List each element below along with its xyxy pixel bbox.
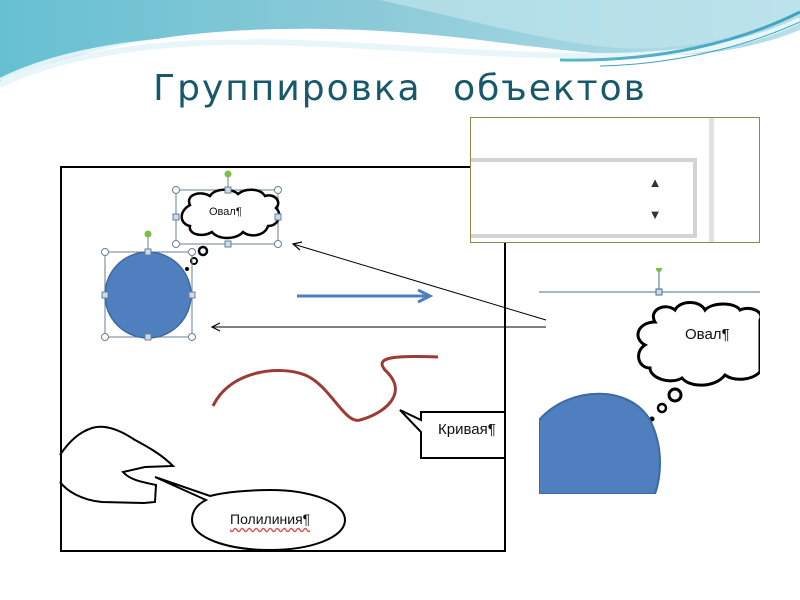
spin-up-icon[interactable]: ▲ [648, 175, 662, 190]
zoom-detail-panel: Овал¶ [539, 268, 760, 494]
cloud-callout-label: Овал¶ [209, 206, 242, 218]
spin-control-panel: ▲ ▼ [470, 117, 760, 243]
polyline-callout-label: Полилиния¶ [230, 511, 311, 527]
curve-callout-label: Кривая¶ [438, 421, 496, 438]
slide-title: Группировка объектов [153, 68, 647, 109]
panel-divider [709, 118, 714, 242]
spin-field[interactable]: ▲ ▼ [471, 158, 697, 238]
spin-down-icon[interactable]: ▼ [648, 207, 662, 222]
header-wave-decoration [0, 0, 800, 88]
zoom-cloud-callout-label: Овал¶ [685, 326, 730, 343]
drawing-canvas-frame [60, 166, 506, 552]
